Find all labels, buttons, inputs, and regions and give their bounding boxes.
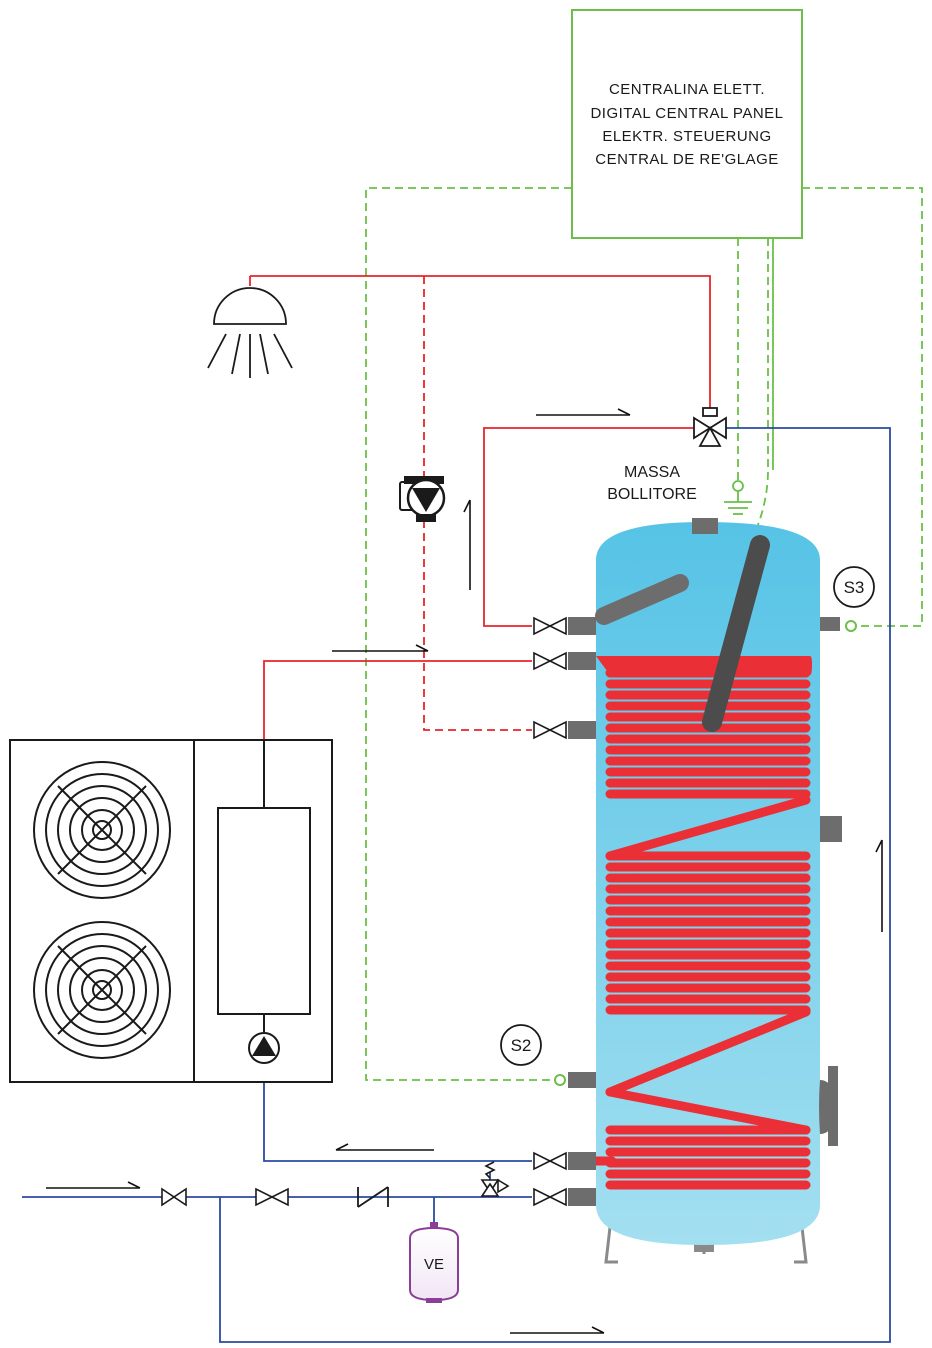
flow-arrows xyxy=(46,408,883,1334)
diverter-valve-icon xyxy=(693,407,727,447)
coil-crossover xyxy=(605,1087,811,1135)
signal-wire-diverter xyxy=(755,238,769,531)
valve-icon xyxy=(255,1187,289,1207)
valve-icon xyxy=(533,616,567,636)
arrow-bottom-flow xyxy=(510,1326,605,1334)
expansion-vessel: VE xyxy=(409,1222,459,1303)
control-panel-line-2: DIGITAL CENTRAL PANEL xyxy=(590,105,783,122)
fan-icon xyxy=(33,761,171,899)
lower-coil xyxy=(591,1007,811,1190)
valve-icon xyxy=(533,720,567,740)
shower-head-icon xyxy=(207,287,293,378)
arrow-heat-pump-flow xyxy=(332,644,429,652)
storage-tank xyxy=(568,518,842,1264)
sensor-s3-label: S3 xyxy=(844,578,865,597)
control-panel-line-4: CENTRAL DE RE'GLAGE xyxy=(595,151,779,168)
coil-winding xyxy=(605,851,811,1015)
signal-wire-s2 xyxy=(365,187,572,1081)
sensor-s3: S3 xyxy=(833,566,875,632)
coil-winding xyxy=(605,1125,811,1190)
control-panel-line-3: ELEKTR. STEUERUNG xyxy=(602,128,771,145)
middle-coil xyxy=(605,795,811,1015)
hot-pipes xyxy=(249,275,711,740)
electric-heater xyxy=(595,574,689,625)
valve-icon xyxy=(533,1187,567,1207)
tank-mass-label-line-1: MASSA xyxy=(624,464,680,481)
check-valve-icon xyxy=(357,1186,389,1208)
valves xyxy=(161,616,567,1207)
fan-icon xyxy=(33,921,171,1059)
inspection-flange xyxy=(819,1066,838,1146)
expansion-vessel-label: VE xyxy=(424,1256,444,1273)
cold-pipes xyxy=(22,427,891,1343)
tank-connections xyxy=(568,617,842,1206)
arrow-cold-inlet xyxy=(46,1181,141,1189)
tank-mass-ground xyxy=(724,480,752,515)
heat-exchanger xyxy=(217,807,311,1015)
coil-crossover xyxy=(605,1007,811,1097)
diverter-hot-pipe xyxy=(483,427,697,627)
control-panel-line-1: CENTRALINA ELETT. xyxy=(609,81,765,98)
recirculation-return-pipe xyxy=(423,520,532,731)
heat-pump-unit xyxy=(9,739,333,1083)
arrow-diverter-flow xyxy=(536,408,631,416)
sensor-s2-label: S2 xyxy=(511,1036,532,1055)
valve-icon xyxy=(533,651,567,671)
arrow-right-up xyxy=(875,839,883,932)
coil-crossover xyxy=(605,795,811,861)
valve-icon xyxy=(533,1151,567,1171)
signal-wire-s3 xyxy=(802,187,923,627)
heat-pump-return-pipe xyxy=(263,1065,532,1162)
control-panel: CENTRALINA ELETT. DIGITAL CENTRAL PANEL … xyxy=(571,9,803,239)
valve-icon xyxy=(161,1187,187,1207)
heat-pump-flow-pipe xyxy=(263,660,532,740)
shower-supply-pipe xyxy=(250,275,711,416)
tank-mass-label-line-2: BOLLITORE xyxy=(607,486,697,503)
sensor-s2: S2 xyxy=(500,1024,566,1086)
circulation-pump-icon xyxy=(248,1032,280,1064)
safety-valve-icon xyxy=(480,1161,510,1197)
tank-mass-label: MASSA BOLLITORE xyxy=(607,464,697,503)
recirculation-pump-icon xyxy=(399,476,446,522)
arrow-recirculation-up xyxy=(463,499,471,590)
bypass-pipe xyxy=(219,427,891,1343)
magnesium-anode xyxy=(702,535,770,732)
signal-wires xyxy=(365,187,923,1081)
arrow-return-left xyxy=(335,1143,434,1151)
